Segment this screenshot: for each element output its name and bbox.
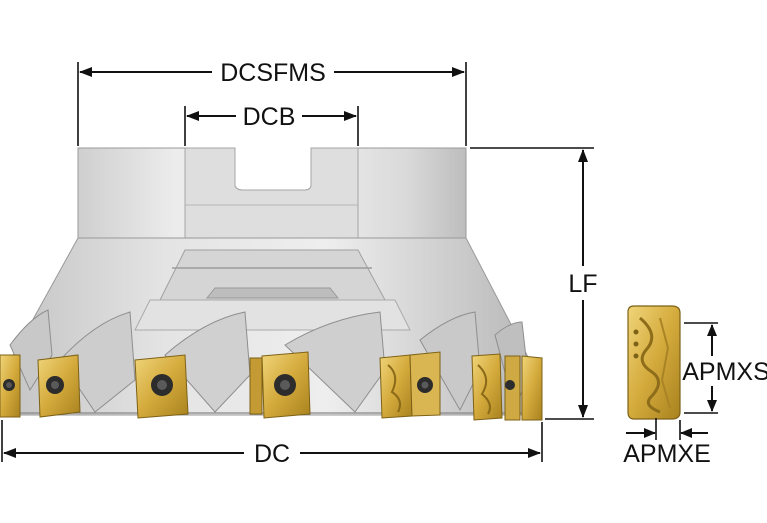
label-lf: LF xyxy=(568,270,597,298)
drive-key-slot xyxy=(184,147,359,239)
cutting-inserts xyxy=(0,351,543,421)
insert xyxy=(134,354,189,419)
dimension-dcsfms: DCSFMS xyxy=(77,59,467,146)
dimension-apmxe: APMXE xyxy=(623,418,711,468)
dimension-apmxs: APMXS xyxy=(682,322,767,414)
label-dcb: DCB xyxy=(243,103,296,131)
insert xyxy=(0,354,21,418)
dimension-dcb: DCB xyxy=(184,103,359,146)
chip-flute xyxy=(284,311,386,413)
label-dcsfms: DCSFMS xyxy=(220,59,326,87)
insert xyxy=(37,354,81,418)
label-apmxe: APMXE xyxy=(623,440,711,468)
dimension-lf: LF xyxy=(470,147,598,420)
insert xyxy=(379,351,441,419)
insert xyxy=(249,351,311,419)
insert-detail xyxy=(627,305,681,420)
label-apmxs: APMXS xyxy=(682,358,767,386)
label-dc: DC xyxy=(254,440,290,468)
chip-flute xyxy=(164,311,251,413)
insert xyxy=(471,353,543,421)
dimension-dc: DC xyxy=(1,420,543,468)
